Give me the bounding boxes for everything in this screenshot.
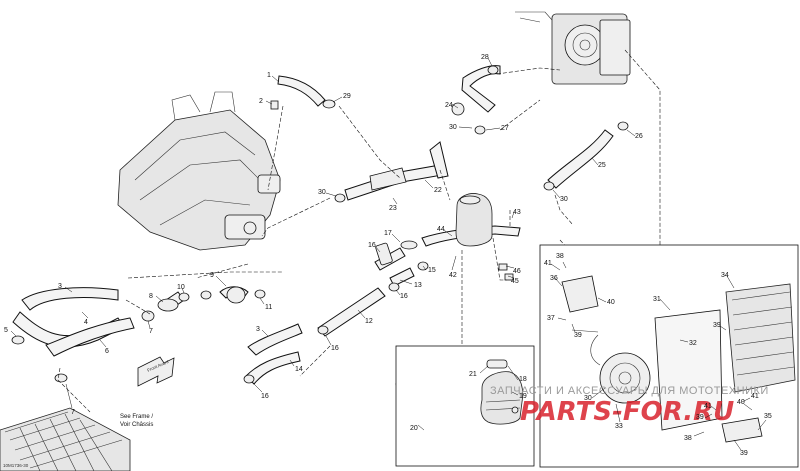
callout-label: 31 [653, 296, 661, 303]
callout-label: 16 [331, 345, 339, 352]
watermark: ЗАПЧАСТИ И АКСЕССУАРЫ ДЛЯ МОТОТЕХНИКИ PA… [490, 385, 769, 427]
callout-label: 38 [556, 253, 564, 260]
callout-label: 3 [58, 283, 62, 290]
callout-label: 16 [400, 293, 408, 300]
dashed-routing-lines [57, 49, 661, 413]
callout-label: 24 [445, 102, 453, 109]
callout-label: 26 [635, 133, 643, 140]
callout-label: 15 [428, 267, 436, 274]
callout-label: 38 [684, 435, 692, 442]
callout-label: 30 [560, 196, 568, 203]
callout-label: 32 [689, 340, 697, 347]
callout-label: 39 [574, 332, 582, 339]
callout-label: 40 [607, 299, 615, 306]
callout-label: 11 [265, 304, 272, 311]
callout-label: 43 [513, 209, 521, 216]
callout-label: 37 [547, 315, 555, 322]
callout-label: 14 [295, 366, 303, 373]
callout-label: 17 [384, 230, 392, 237]
callout-label: 41 [704, 403, 712, 410]
callout-label: 12 [365, 318, 373, 325]
callout-label: 9 [210, 272, 214, 279]
callout-label: 30 [318, 189, 326, 196]
callout-label: 10 [177, 284, 185, 291]
callout-label: 40 [737, 399, 745, 406]
callout-label: 33 [615, 423, 623, 430]
callout-label: 21 [469, 371, 477, 378]
callout-label: 5 [4, 327, 8, 334]
callout-label: 7 [71, 409, 75, 416]
radiator-core-illustration [0, 407, 131, 471]
callout-label: 4 [84, 319, 88, 326]
callout-label: 23 [389, 205, 397, 212]
callout-label: 41 [544, 260, 552, 267]
callout-label: 39 [713, 322, 721, 329]
callout-label: 44 [437, 226, 445, 233]
engine-illustration [117, 91, 281, 251]
callout-label: 30 [584, 395, 592, 402]
callout-label: 6 [105, 348, 109, 355]
callout-label: 25 [598, 162, 606, 169]
callout-label: 29 [343, 93, 351, 100]
coolant-reservoir-illustration [455, 193, 493, 247]
watermark-logo: PARTS-FOR.RU [520, 397, 734, 427]
callout-label: 28 [481, 54, 489, 61]
callout-label: 16 [368, 242, 376, 249]
callout-label: 16 [261, 393, 269, 400]
callout-label: 41 [751, 393, 759, 400]
callout-label: 19 [519, 393, 527, 400]
illustration-ref-code: 10M1736-30 [3, 463, 29, 468]
callout-label: 45 [511, 278, 519, 285]
callout-label: 36 [550, 275, 558, 282]
callout-label: 39 [740, 450, 748, 457]
callout-label: 30 [449, 124, 457, 131]
callout-label: 35 [764, 413, 772, 420]
front-direction-arrow: Front Avant [137, 356, 175, 387]
callout-label: 18 [519, 376, 527, 383]
callout-label: 2 [259, 98, 263, 105]
callout-label: 39 [696, 414, 704, 421]
callout-label: 13 [414, 282, 422, 289]
reservoir-inset-illustration [480, 359, 524, 425]
callout-label: 42 [449, 272, 457, 279]
callout-label: 27 [501, 125, 509, 132]
callout-label: 1 [267, 72, 271, 79]
callout-label: 3 [256, 326, 260, 333]
see-frame-label: See Frame / [120, 414, 153, 420]
callout-numbers: 1 2 3 3 4 5 6 7 7 8 9 10 11 12 13 14 15 … [4, 54, 772, 457]
callout-label: 34 [721, 272, 729, 279]
callout-label: 7 [149, 328, 153, 335]
fan-motor-illustration [515, 11, 631, 85]
callout-label: 46 [513, 268, 521, 275]
callout-label: 20 [410, 425, 418, 432]
callout-label: 8 [149, 293, 153, 300]
voir-chassis-label: Voir Châssis [120, 422, 153, 428]
watermark-text: ЗАПЧАСТИ И АКСЕССУАРЫ ДЛЯ МОТОТЕХНИКИ [490, 385, 769, 397]
callout-label: 22 [434, 187, 442, 194]
fan-shroud-inset-illustration [561, 275, 796, 443]
